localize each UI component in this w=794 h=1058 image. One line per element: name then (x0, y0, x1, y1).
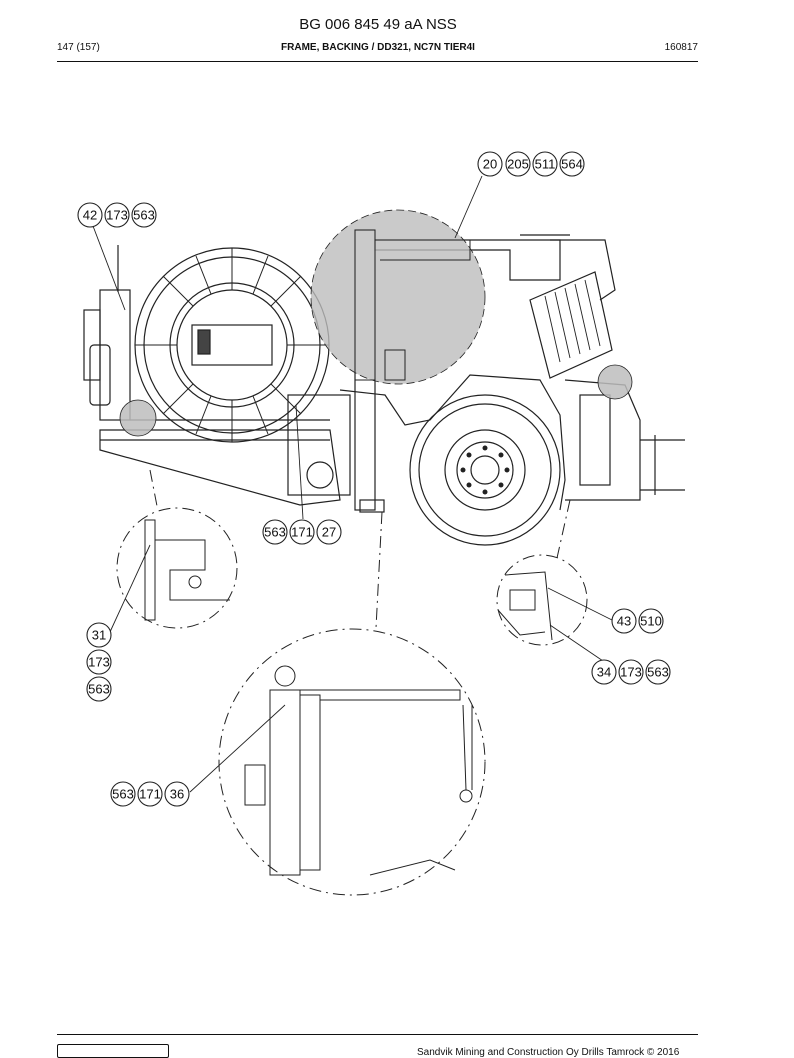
callout-label: 173 (106, 208, 128, 223)
detail-circle-left (116, 507, 238, 629)
callout-label: 36 (170, 787, 184, 802)
callout-label: 31 (92, 628, 106, 643)
detail-left-drawing (144, 519, 230, 621)
document-code: 160817 (664, 42, 698, 53)
callout-label: 511 (535, 157, 556, 172)
callout-label: 171 (291, 525, 313, 540)
brand-logo (57, 1044, 169, 1058)
callout-label: 173 (620, 665, 642, 680)
footer-rule (57, 1034, 698, 1035)
callout-label: 563 (133, 208, 155, 223)
callout-label: 42 (83, 208, 97, 223)
callout-label: 564 (561, 157, 583, 172)
front-frame-drawing (564, 379, 685, 501)
callout-label: 510 (640, 614, 662, 629)
callout-label: 205 (507, 157, 529, 172)
detail-circle-bottom (218, 628, 486, 896)
highlight-region-top (310, 209, 486, 385)
callout-label: 34 (597, 665, 611, 680)
detail-right-drawing (497, 571, 553, 641)
callout-label: 563 (88, 682, 110, 697)
highlight-detail-top (354, 229, 471, 381)
leader-lines (92, 175, 613, 793)
callout-label: 173 (88, 655, 110, 670)
highlight-region-left (119, 399, 157, 437)
callout-label: 563 (647, 665, 669, 680)
callout-label: 563 (264, 525, 286, 540)
highlight-region-right (597, 364, 633, 400)
wheel-drawing (409, 394, 561, 546)
callout-label: 20 (483, 157, 497, 172)
cable-reel-drawing (134, 247, 330, 443)
page-number: 147 (157) (57, 42, 100, 53)
callout-label: 563 (112, 787, 134, 802)
callout-label: 43 (617, 614, 631, 629)
callout-label: 171 (139, 787, 161, 802)
callout-circles (77, 151, 671, 807)
page-title: FRAME, BACKING / DD321, NC7N TIER4I (281, 42, 475, 53)
detail-circle-right (496, 554, 588, 646)
header-rule (57, 61, 698, 62)
detail-bottom-drawing (244, 665, 473, 876)
callout-label: 27 (322, 525, 336, 540)
callout-labels: 20 205 511 564 42 173 563 563 171 27 31 … (83, 157, 669, 802)
document-id: BG 006 845 49 aA NSS (299, 16, 457, 33)
rear-frame-drawing (83, 245, 341, 506)
motor-drawing (520, 234, 616, 379)
